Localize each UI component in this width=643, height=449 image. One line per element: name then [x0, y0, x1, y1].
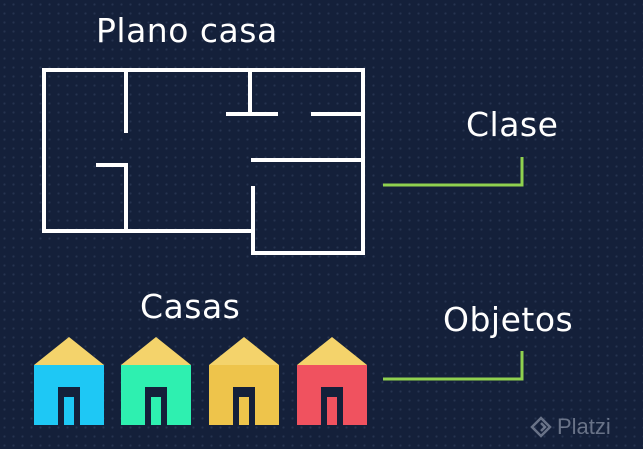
objects-label: Objetos [443, 300, 574, 339]
platzi-watermark: Platzi [530, 414, 611, 440]
floor-plan-title: Plano casa [96, 11, 278, 50]
class-label: Clase [466, 105, 559, 144]
interior-wall [96, 163, 128, 231]
platzi-logo-icon [530, 416, 552, 438]
house-object-yellow [209, 335, 279, 425]
house-object-red [297, 335, 367, 425]
house-object-green [121, 335, 191, 425]
house-object-blue [34, 335, 104, 425]
watermark-text: Platzi [557, 414, 611, 439]
houses-title: Casas [140, 287, 241, 326]
